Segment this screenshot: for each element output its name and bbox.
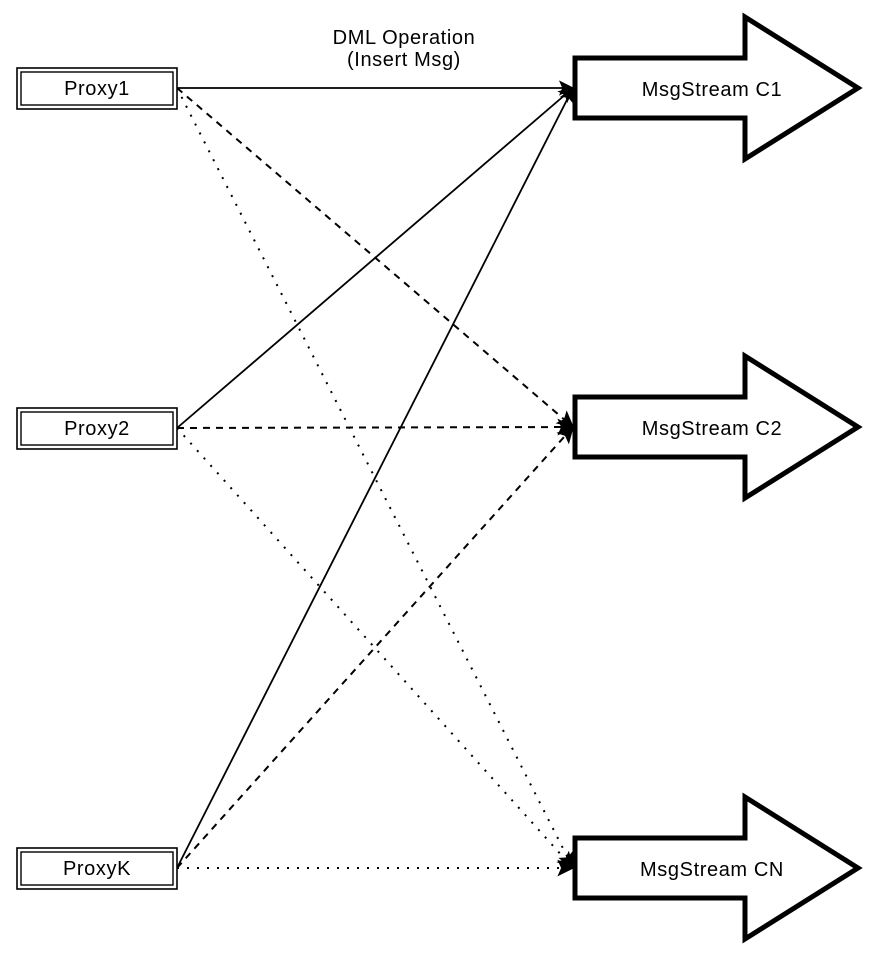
node-msgstream-cn: MsgStream CN [572,792,863,944]
edge-proxy2-to-c1-solid [176,87,574,429]
msgstream-c1-label: MsgStream C1 [642,79,783,101]
msgstream-c1-arrow-shape [572,12,863,164]
msgstream-c2-label: MsgStream C2 [642,418,783,440]
diagram-title-line2: (Insert Msg) [347,49,461,71]
msgstream-cn-arrow-shape [572,792,863,944]
node-proxyk: ProxyK [16,847,178,890]
proxyk-box [16,847,178,890]
proxy1-box [16,67,178,110]
proxy1-label: Proxy1 [64,78,130,100]
msgstream-cn-label: MsgStream CN [640,859,784,881]
proxy1-box-inner-border [20,71,174,106]
node-proxy2: Proxy2 [16,407,178,450]
edge-proxy2-to-cn-dotted [176,427,574,870]
node-proxy1: Proxy1 [16,67,178,110]
edge-proxyk-to-c1-solid [176,86,574,869]
proxyk-label: ProxyK [63,858,131,880]
proxyk-box-inner-border [20,851,174,886]
edge-proxy2-to-c2-dashed [176,418,575,436]
proxy2-box [16,407,178,450]
msgstream-c2-arrow-shape [572,351,863,503]
edges [176,80,575,877]
node-msgstream-c2: MsgStream C2 [572,351,863,503]
diagram-title-line1: DML Operation [333,27,476,49]
node-msgstream-c1: MsgStream C1 [572,12,863,164]
proxy2-box-inner-border [20,411,174,446]
proxy2-label: Proxy2 [64,418,130,440]
edge-proxyk-to-c2-dashed [176,425,574,869]
